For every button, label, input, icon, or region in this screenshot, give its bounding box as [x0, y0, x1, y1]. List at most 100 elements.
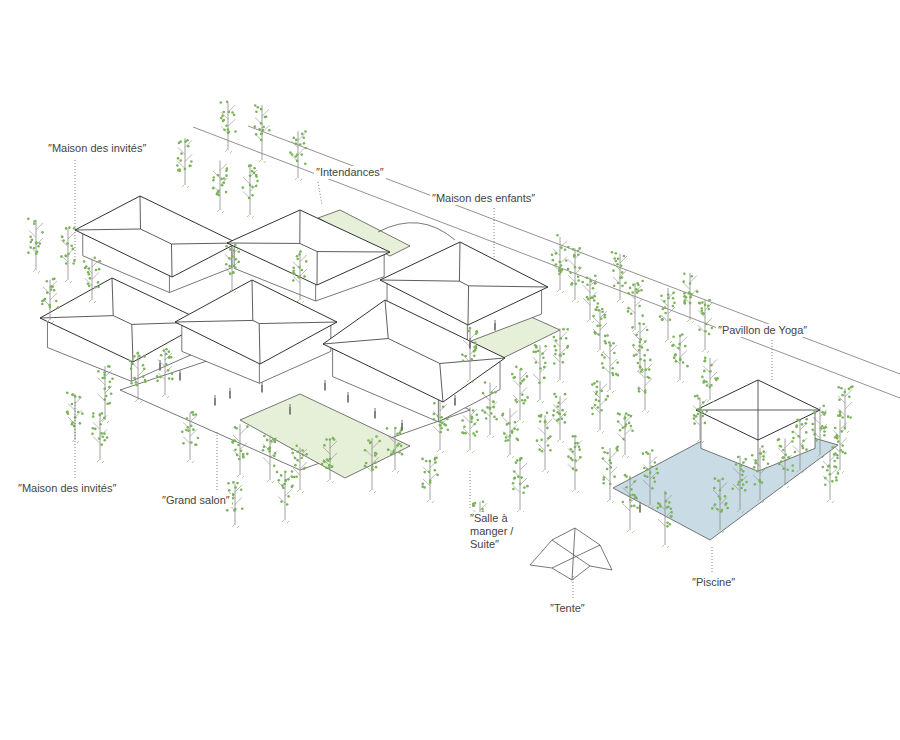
branch	[760, 467, 767, 474]
leaf	[724, 495, 727, 498]
leaf	[492, 401, 495, 404]
leader-line	[772, 340, 773, 382]
leaf	[143, 355, 146, 358]
leaf	[225, 124, 228, 127]
branch	[560, 241, 567, 248]
leaf	[475, 330, 478, 333]
branch	[100, 415, 107, 422]
leaf	[546, 412, 549, 415]
tree	[731, 456, 747, 513]
leaf	[683, 301, 686, 304]
leaf	[505, 436, 508, 439]
branch	[92, 272, 99, 279]
branch	[158, 373, 165, 380]
leaf	[284, 479, 287, 482]
leaf	[792, 431, 795, 434]
tree	[671, 333, 689, 383]
leaf	[43, 299, 46, 302]
leaf	[225, 191, 228, 194]
leaf	[702, 312, 705, 315]
branch	[105, 370, 112, 377]
leaf	[629, 494, 632, 497]
branch	[513, 470, 520, 477]
leaf	[644, 389, 647, 392]
leaf	[622, 438, 625, 441]
branch	[690, 289, 697, 296]
leaf	[276, 471, 279, 474]
branch	[520, 463, 527, 470]
branch	[395, 442, 402, 449]
person	[454, 396, 456, 405]
branch	[645, 379, 652, 386]
grass	[259, 160, 266, 163]
building	[75, 196, 237, 293]
leaf	[246, 453, 249, 456]
leader-line	[75, 160, 76, 262]
tree	[321, 437, 337, 483]
leaf	[778, 463, 781, 466]
leaf	[98, 268, 101, 271]
leaf	[782, 467, 785, 470]
leaf	[836, 457, 839, 460]
leaf	[556, 234, 559, 237]
leaf	[703, 370, 706, 373]
leaf	[613, 257, 616, 260]
grass	[607, 390, 614, 393]
leaf	[255, 111, 258, 114]
tree	[91, 412, 108, 463]
leaf	[578, 448, 581, 451]
leaf	[33, 222, 36, 225]
leaf	[61, 235, 64, 238]
leaf	[786, 468, 789, 471]
leaf	[574, 435, 577, 438]
leaf	[546, 427, 549, 430]
branch	[610, 467, 617, 474]
leaf	[106, 436, 109, 439]
leaf	[27, 218, 30, 221]
leaf	[251, 194, 254, 197]
leaf	[758, 479, 761, 482]
leaf	[710, 384, 713, 387]
leaf	[375, 466, 378, 469]
tree	[811, 404, 827, 458]
leaf	[704, 359, 707, 362]
leader-line	[573, 575, 574, 598]
leaf	[696, 290, 699, 293]
leaf	[472, 432, 475, 435]
leaf	[195, 443, 198, 446]
person	[347, 393, 349, 402]
leaf	[701, 411, 704, 414]
leaf	[566, 328, 569, 331]
grass	[282, 520, 289, 523]
leaf	[737, 483, 740, 486]
person	[639, 503, 641, 512]
leaf	[623, 255, 626, 258]
leaf	[263, 445, 266, 448]
leaf	[220, 117, 223, 120]
leaf	[520, 457, 523, 460]
branch	[388, 436, 395, 443]
branch	[778, 448, 785, 455]
leaf	[304, 130, 307, 133]
leaf	[515, 366, 518, 369]
leaf	[231, 255, 234, 258]
leaf	[811, 423, 814, 426]
leaf	[195, 413, 198, 416]
leaf	[67, 253, 70, 256]
leaf	[639, 365, 642, 368]
branch	[510, 425, 517, 432]
branch	[600, 384, 607, 391]
leaf	[526, 375, 529, 378]
tree	[831, 416, 847, 473]
leaf	[674, 354, 677, 357]
leaf	[725, 502, 728, 505]
branch	[372, 442, 379, 449]
leaf	[706, 410, 709, 413]
branch	[540, 366, 547, 373]
leaf	[828, 465, 831, 468]
leaf	[255, 174, 258, 177]
leaf	[257, 106, 260, 109]
leaf	[813, 433, 816, 436]
leaf	[228, 111, 231, 114]
branch	[330, 441, 337, 448]
